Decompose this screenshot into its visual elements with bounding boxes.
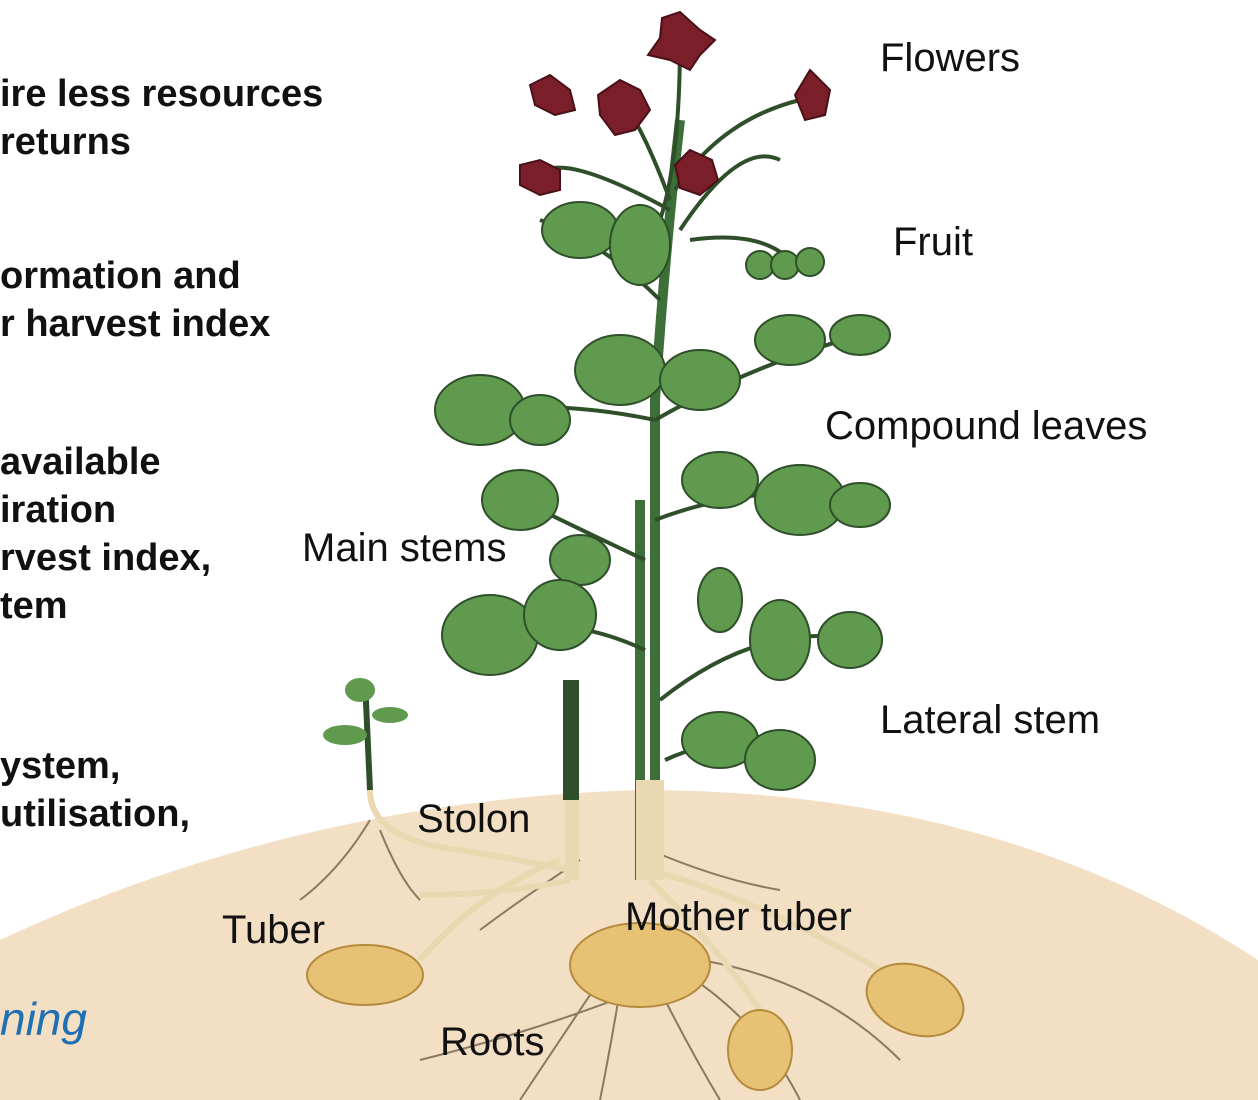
cut-stem <box>563 680 579 880</box>
text-line: tem <box>0 585 68 627</box>
label-tuber: Tuber <box>222 908 325 953</box>
label-main-stems: Main stems <box>302 526 507 571</box>
text-block-1: ire less resources returns <box>0 70 323 166</box>
text-line: ormation and <box>0 255 241 297</box>
fruit <box>746 248 824 279</box>
text-line: ystem, <box>0 745 120 787</box>
italic-heading-fragment: ning <box>0 992 87 1046</box>
stem-base <box>636 780 664 880</box>
label-roots: Roots <box>440 1020 545 1065</box>
text-line: ire less resources <box>0 73 323 115</box>
text-line: returns <box>0 121 131 163</box>
label-flowers: Flowers <box>880 36 1020 81</box>
small-sprout <box>323 678 408 790</box>
text-line: available <box>0 441 161 483</box>
label-fruit: Fruit <box>893 220 973 265</box>
label-lateral-stem: Lateral stem <box>880 698 1100 743</box>
label-stolon: Stolon <box>417 797 530 842</box>
text-line: r harvest index <box>0 303 270 345</box>
label-compound-leaves: Compound leaves <box>825 404 1147 449</box>
text-block-3: available iration rvest index, tem <box>0 438 211 630</box>
text-line: rvest index, <box>0 537 211 579</box>
label-mother-tuber: Mother tuber <box>625 895 852 940</box>
text-line: iration <box>0 489 116 531</box>
text-line: utilisation, <box>0 793 190 835</box>
text-block-2: ormation and r harvest index <box>0 252 270 348</box>
text-block-4: ystem, utilisation, <box>0 742 190 838</box>
